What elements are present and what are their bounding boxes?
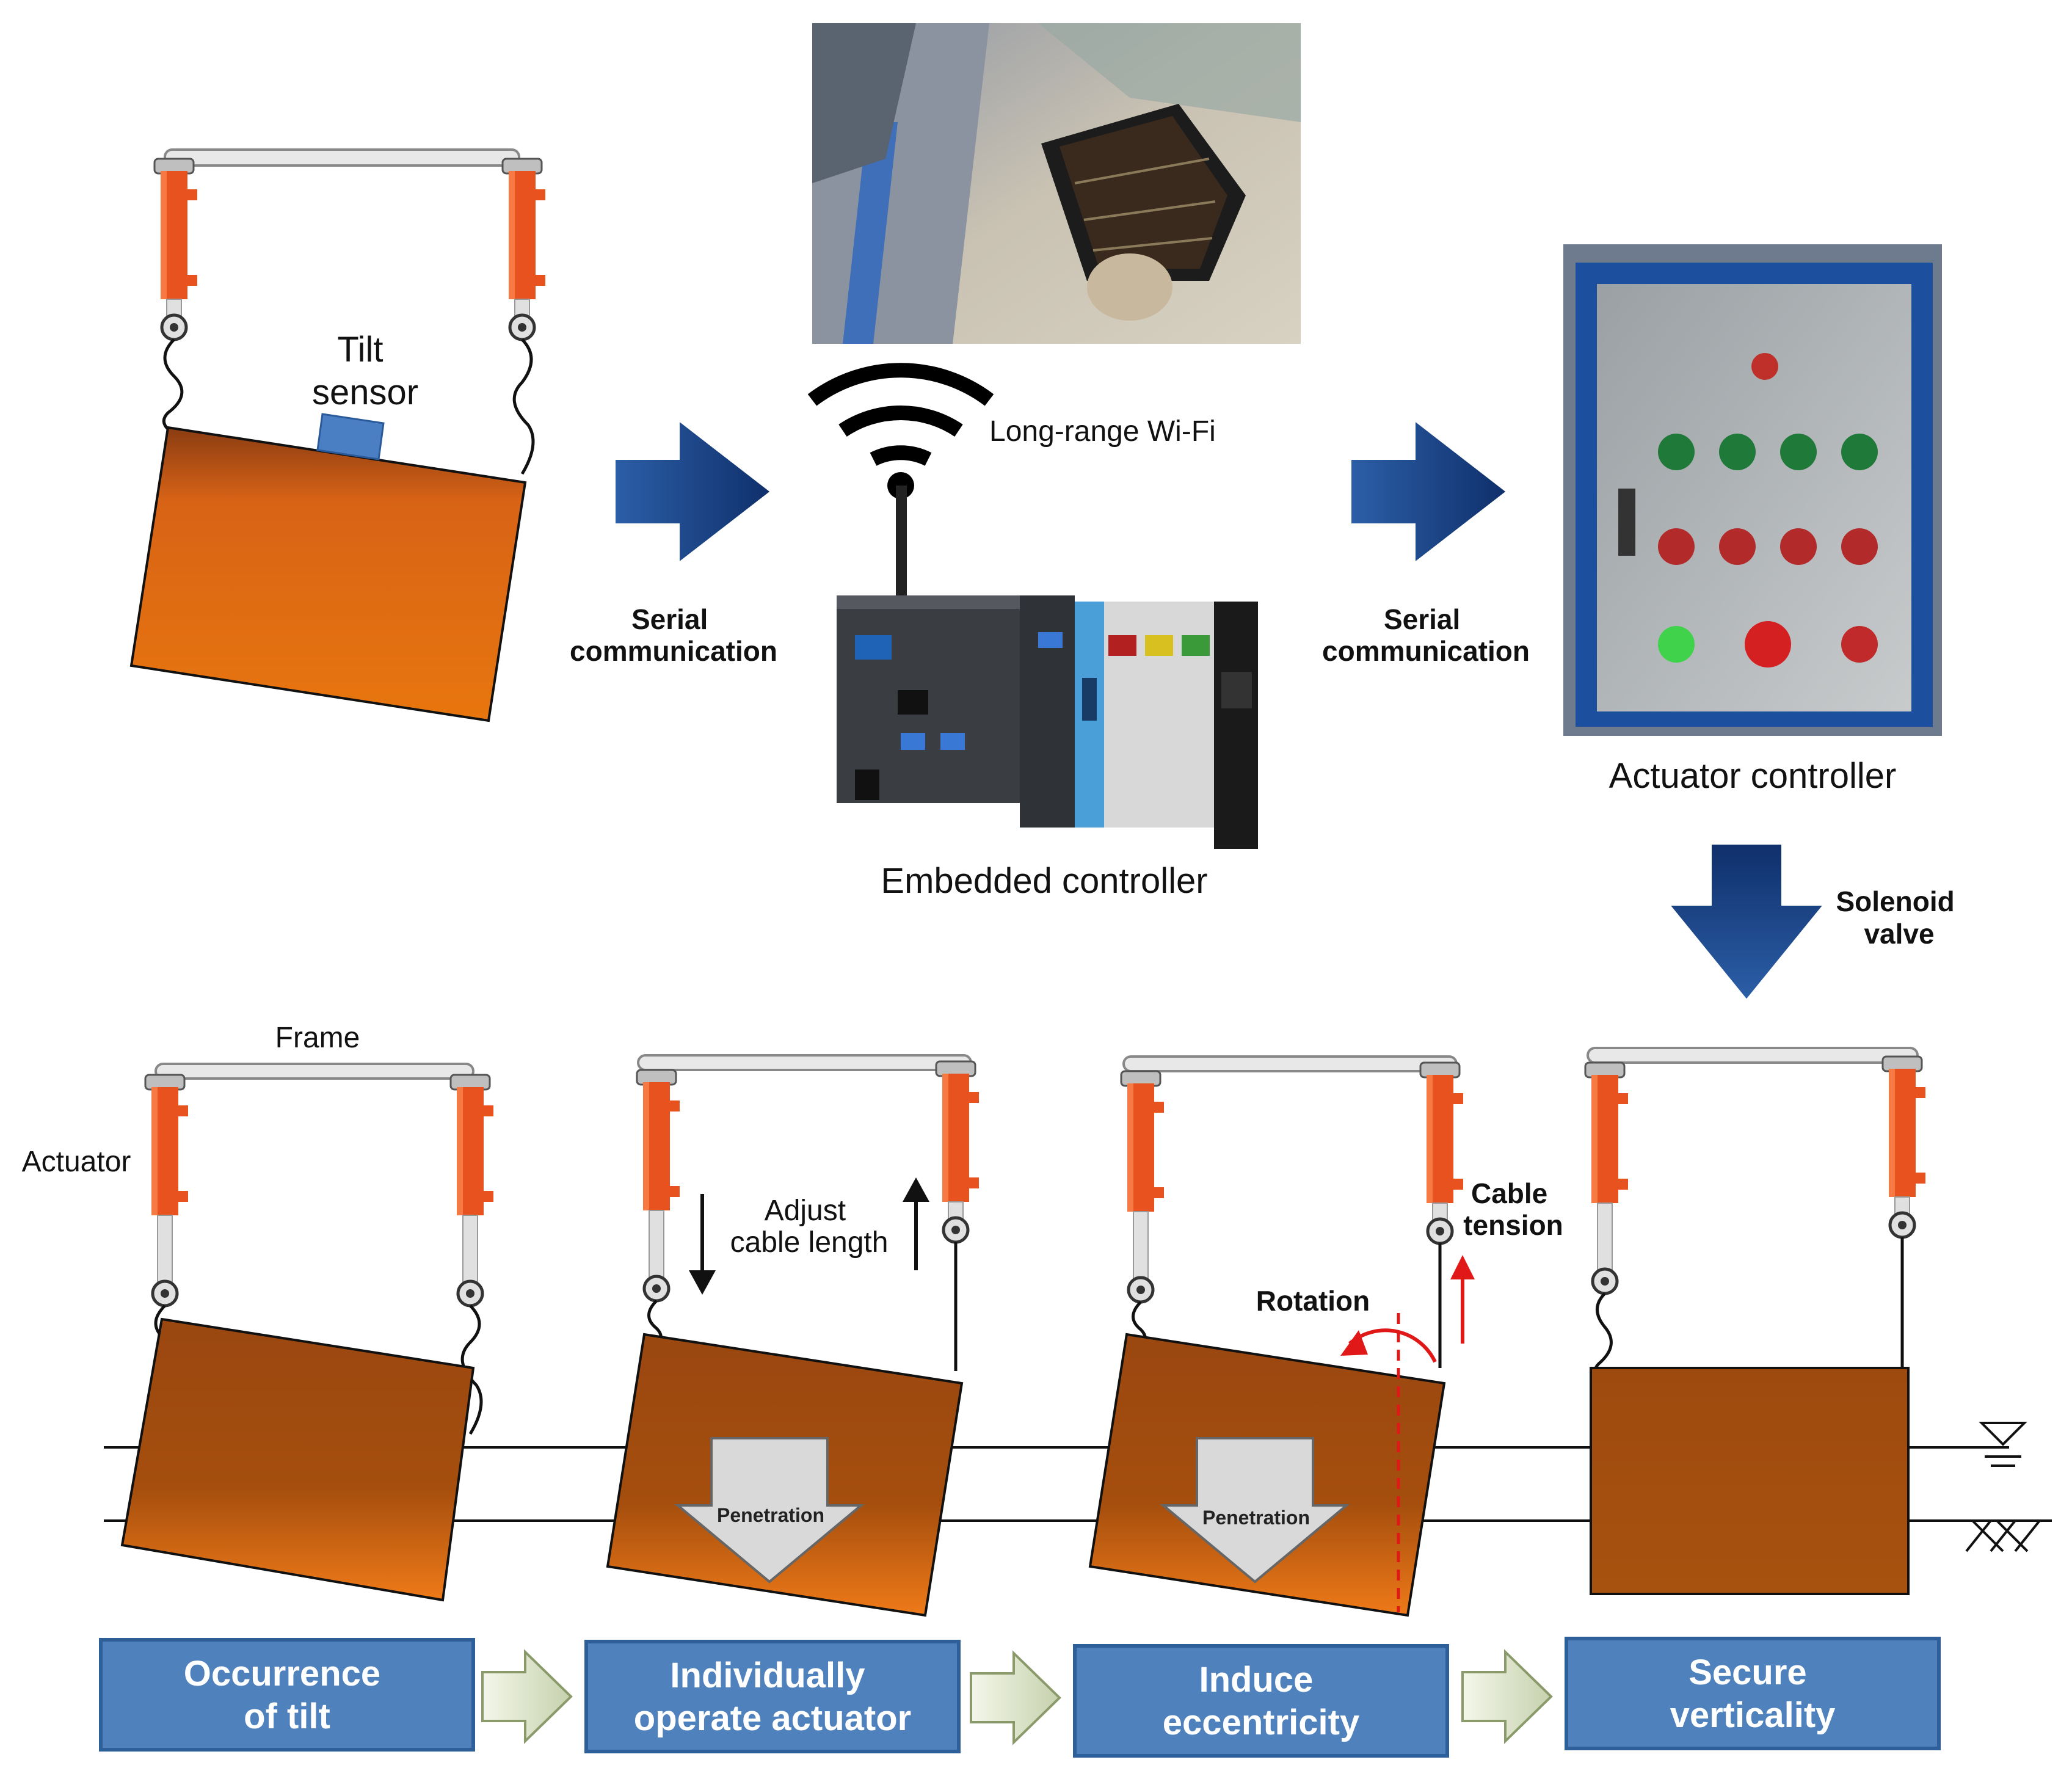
cable-tension-label: Cable tension: [1463, 1177, 1563, 1241]
big-arrow-right-2: [1348, 414, 1511, 569]
caisson-stage-4: [1590, 1367, 1910, 1595]
caisson-top: [129, 426, 527, 722]
big-arrow-right-1: [612, 414, 776, 569]
seabed-hatch-icon: [1960, 1519, 2052, 1552]
step-arrow-3: [1461, 1649, 1553, 1744]
svg-text:Individually operate act: Individually operate actuator: [634, 1656, 911, 1738]
serial-comm-right-label: Serial communication: [1322, 603, 1530, 667]
adjust-cable-label: Adjust cable length: [730, 1195, 889, 1259]
wifi-icon: [807, 363, 994, 499]
stage-2-operate: Penetration Adjust cable length: [606, 1054, 979, 1617]
rotation-label: Rotation: [1256, 1285, 1370, 1317]
penetration-label-3: Penetration: [1202, 1507, 1310, 1529]
step-box-4: Secure verticality: [1565, 1637, 1941, 1750]
cable-tension-arrow: [1450, 1255, 1475, 1344]
step-box-2: Individually operate actuator: [584, 1640, 961, 1753]
embedded-controller-device: [837, 486, 1258, 849]
wifi-label: Long-range Wi-Fi: [989, 415, 1216, 448]
step-box-1: Occurrence of tilt: [99, 1638, 475, 1752]
actuator-left-top: [154, 159, 197, 340]
water-level-icon: [1979, 1422, 2027, 1467]
panel-lamps: [1658, 353, 1878, 668]
actuator-controller-label: Actuator controller: [1609, 756, 1897, 796]
stage-4-vertical: [1585, 1047, 1925, 1595]
actuator-label: Actuator: [22, 1146, 131, 1178]
solenoid-valve-label: Solenoid valve: [1836, 886, 1962, 950]
penetration-arrow-3: [1160, 1437, 1350, 1584]
tilt-sensor-label: Tilt sensor: [312, 330, 418, 412]
svg-text:Secure verticality: Secure verticality: [1670, 1653, 1836, 1735]
big-arrow-down: [1663, 841, 1830, 1005]
arrow-up-black: [903, 1177, 929, 1270]
penetration-label-2: Penetration: [717, 1504, 824, 1526]
tilt-system-top: Tilt sensor: [129, 148, 545, 722]
step-box-3: Induce eccentricity: [1073, 1644, 1449, 1758]
embedded-controller-label: Embedded controller: [881, 861, 1207, 901]
frame-bar-top: [164, 148, 520, 167]
field-photo: [812, 23, 1301, 344]
step-arrow-2: [970, 1650, 1061, 1745]
stage-1-tilt: Frame Actuator: [22, 1022, 493, 1602]
penetration-arrow-2: [674, 1437, 865, 1584]
caisson-stage-1: [120, 1317, 475, 1602]
actuator-right-top: [503, 159, 545, 340]
tilt-sensor-box: [316, 413, 385, 460]
stage-3-eccentricity: Penetration Rotation Cable tension: [1088, 1055, 1563, 1617]
svg-text:Occurrence of tilt: Occurrence of tilt: [184, 1654, 391, 1736]
frame-label: Frame: [275, 1022, 360, 1054]
svg-text:Induce eccentricity: Induce eccentricity: [1163, 1660, 1359, 1742]
serial-comm-left-label: Serial communication: [570, 603, 777, 667]
arrow-down-black: [689, 1194, 716, 1295]
actuator-controller-panel: [1563, 244, 1942, 736]
step-arrow-1: [481, 1649, 573, 1744]
